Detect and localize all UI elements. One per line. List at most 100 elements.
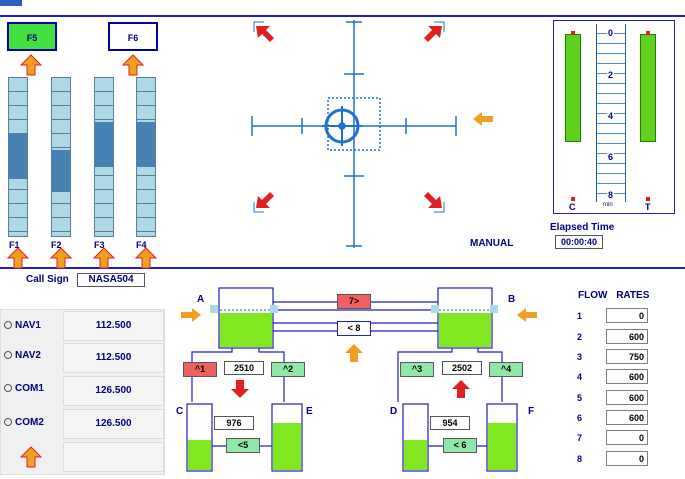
tank-c-label: C — [176, 406, 184, 417]
right-arrow-icon — [181, 308, 201, 322]
f5-button[interactable]: F5 — [7, 22, 57, 51]
flow-id: 3 — [577, 352, 583, 362]
corner-tab — [0, 0, 22, 6]
time-unit-label: min — [603, 202, 613, 208]
tank-b-label: B — [508, 294, 516, 305]
f6-button[interactable]: F6 — [108, 22, 158, 51]
up-arrow-icon — [20, 54, 42, 76]
up-arrow-icon — [122, 54, 144, 76]
mid-divider — [0, 267, 685, 269]
tank-d-label: D — [390, 406, 398, 417]
flow-value: 0 — [606, 430, 648, 445]
gauge-f2-label: F2 — [51, 240, 62, 250]
radio-button-icon — [4, 418, 12, 426]
tick-label: 8 — [607, 190, 615, 200]
tank-b-value: 2502 — [442, 361, 482, 375]
pump-7[interactable]: 7> — [337, 294, 371, 309]
pump-5[interactable]: <5 — [226, 438, 260, 453]
radio-button-icon — [4, 384, 12, 392]
tick-label: 2 — [607, 70, 615, 80]
pump-6[interactable]: < 6 — [443, 438, 477, 453]
gauge-f4 — [136, 77, 156, 237]
elapsed-time-label: Elapsed Time — [550, 222, 615, 233]
flow-id: 2 — [577, 332, 583, 342]
gauge-f1 — [8, 77, 28, 237]
timeline-t — [640, 34, 656, 142]
flow-value: 600 — [606, 369, 648, 384]
tick-label: 4 — [607, 111, 615, 121]
tracking-area — [251, 20, 457, 248]
flow-id: 6 — [577, 413, 583, 423]
pump-8[interactable]: < 8 — [337, 321, 371, 336]
timeline-t-label: T — [645, 202, 651, 212]
flow-value: 600 — [606, 410, 648, 425]
marker-t-bottom — [646, 197, 650, 201]
up-arrow-icon — [50, 247, 72, 269]
flow-value: 0 — [606, 451, 648, 466]
tank-f-label: F — [528, 406, 535, 417]
elapsed-time-value: 00:00:40 — [555, 235, 603, 249]
flow-id: 8 — [577, 454, 583, 464]
marker-t-top — [646, 31, 650, 35]
radio-label: NAV2 — [15, 350, 41, 361]
radio-label: NAV1 — [15, 320, 41, 331]
tick-label: 6 — [607, 152, 615, 162]
up-arrow-icon — [20, 446, 42, 468]
up-arrow-icon — [93, 247, 115, 269]
flow-rates-header: FLOW RATES — [578, 290, 650, 301]
freq-com1[interactable]: 126.500 — [63, 376, 164, 406]
pump-4[interactable]: ^4 — [489, 362, 523, 377]
flow-value: 600 — [606, 329, 648, 344]
pump-3[interactable]: ^3 — [400, 362, 434, 377]
up-arrow-icon — [7, 247, 29, 269]
radio-nav2[interactable]: NAV2 — [4, 350, 41, 361]
gauge-f1-label: F1 — [9, 240, 20, 250]
gauge-f2 — [51, 77, 71, 237]
flow-id: 5 — [577, 393, 583, 403]
radio-label: COM2 — [15, 417, 44, 428]
pump-2[interactable]: ^2 — [271, 362, 305, 377]
marker-c-bottom — [571, 197, 575, 201]
freq-nav2[interactable]: 112.500 — [63, 343, 164, 373]
tank-d-value: 954 — [430, 416, 470, 430]
timeline-c — [565, 34, 581, 142]
radio-nav1[interactable]: NAV1 — [4, 320, 41, 331]
callsign-label: Call Sign — [26, 274, 69, 285]
gauge-f4-label: F4 — [136, 240, 147, 250]
gauge-f3-label: F3 — [94, 240, 105, 250]
left-arrow-icon — [473, 112, 493, 126]
pump-1[interactable]: ^1 — [183, 362, 217, 377]
freq-com2[interactable]: 126.500 — [63, 409, 164, 439]
radio-button-icon — [4, 351, 12, 359]
timeline-c-label: C — [569, 202, 576, 212]
freq-nav1[interactable]: 112.500 — [63, 311, 164, 341]
top-divider — [0, 15, 685, 17]
flow-id: 4 — [577, 372, 583, 382]
up-arrow-icon — [135, 247, 157, 269]
up-arrow-icon — [345, 344, 363, 362]
tick-label: 0 — [607, 28, 615, 38]
down-arrow-icon — [231, 380, 249, 398]
radio-button-icon — [4, 321, 12, 329]
mode-label: MANUAL — [470, 238, 514, 249]
up-arrow-icon — [452, 380, 470, 398]
radio-com1[interactable]: COM1 — [4, 383, 44, 394]
left-arrow-icon — [517, 308, 537, 322]
tank-a-label: A — [197, 294, 205, 305]
flow-value: 600 — [606, 390, 648, 405]
flow-id: 7 — [577, 433, 583, 443]
empty-freq-slot — [63, 442, 164, 472]
tank-a-value: 2510 — [224, 361, 264, 375]
tank-e-label: E — [306, 406, 313, 417]
radio-label: COM1 — [15, 383, 44, 394]
marker-c-top — [571, 31, 575, 35]
callsign-value: NASA504 — [77, 273, 145, 287]
f6-label: F6 — [127, 33, 139, 43]
gauge-f3 — [94, 77, 114, 237]
flow-value: 750 — [606, 349, 648, 364]
flow-id: 1 — [577, 311, 583, 321]
flow-value: 0 — [606, 308, 648, 323]
f5-label: F5 — [26, 33, 38, 43]
radio-com2[interactable]: COM2 — [4, 417, 44, 428]
tank-c-value: 976 — [214, 416, 254, 430]
